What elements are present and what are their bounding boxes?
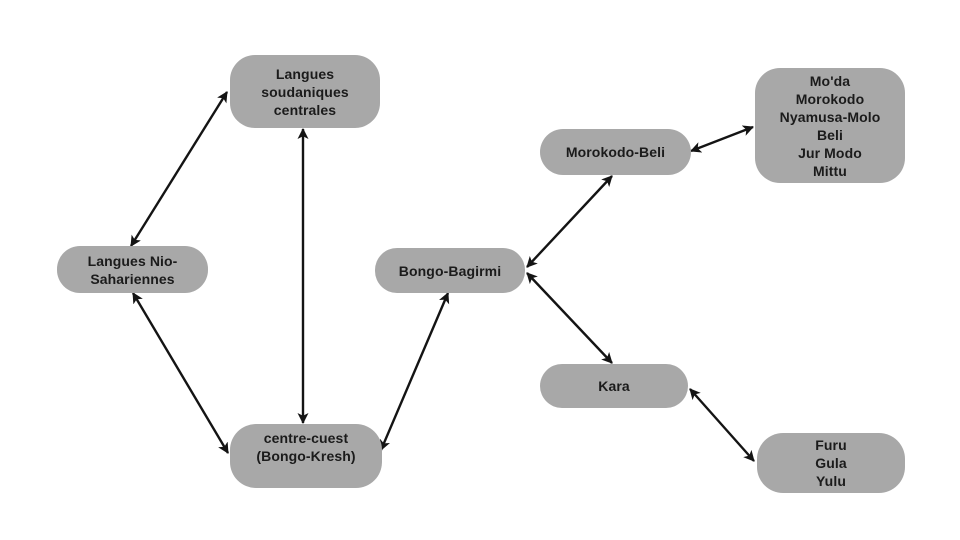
node-label: Kara [598,378,630,394]
node-kara: Kara [540,364,688,408]
node-furu-gula-yulu: Furu Gula Yulu [757,433,905,493]
node-label: centre-cuest (Bongo-Kresh) [256,430,356,464]
node-label: Langues Nio- Sahariennes [87,252,178,287]
node-bongo-bagirmi: Bongo-Bagirmi [375,248,525,293]
node-langues-nio-sahariennes: Langues Nio- Sahariennes [57,246,208,293]
node-moda-group: Mo'da Morokodo Nyamusa-Molo Beli Jur Mod… [755,68,905,183]
edge-bongo-bagirmi--morokodo-beli [526,175,613,268]
node-langues-soudaniques-centrales: Langues soudaniques centrales [230,55,380,128]
edge-centre-cuest-bongo-kresh--bongo-bagirmi [379,292,450,451]
edge-langues-nio-sahariennes--langues-soudaniques-centrales [129,91,229,247]
node-label: Mo'da Morokodo Nyamusa-Molo Beli Jur Mod… [779,72,881,179]
edge-langues-nio-sahariennes--centre-cuest-bongo-kresh [131,292,230,454]
edge-kara--furu-gula-yulu [689,388,755,462]
node-label: Furu Gula Yulu [815,437,847,489]
edge-morokodo-beli--moda-group [690,125,754,153]
node-centre-cuest-bongo-kresh: centre-cuest (Bongo-Kresh) [230,424,382,488]
edge-bongo-bagirmi--kara [526,272,613,364]
node-morokodo-beli: Morokodo-Beli [540,129,691,175]
node-label: Langues soudaniques centrales [261,65,349,118]
node-label: Morokodo-Beli [565,144,666,160]
node-label: Bongo-Bagirmi [398,262,502,279]
